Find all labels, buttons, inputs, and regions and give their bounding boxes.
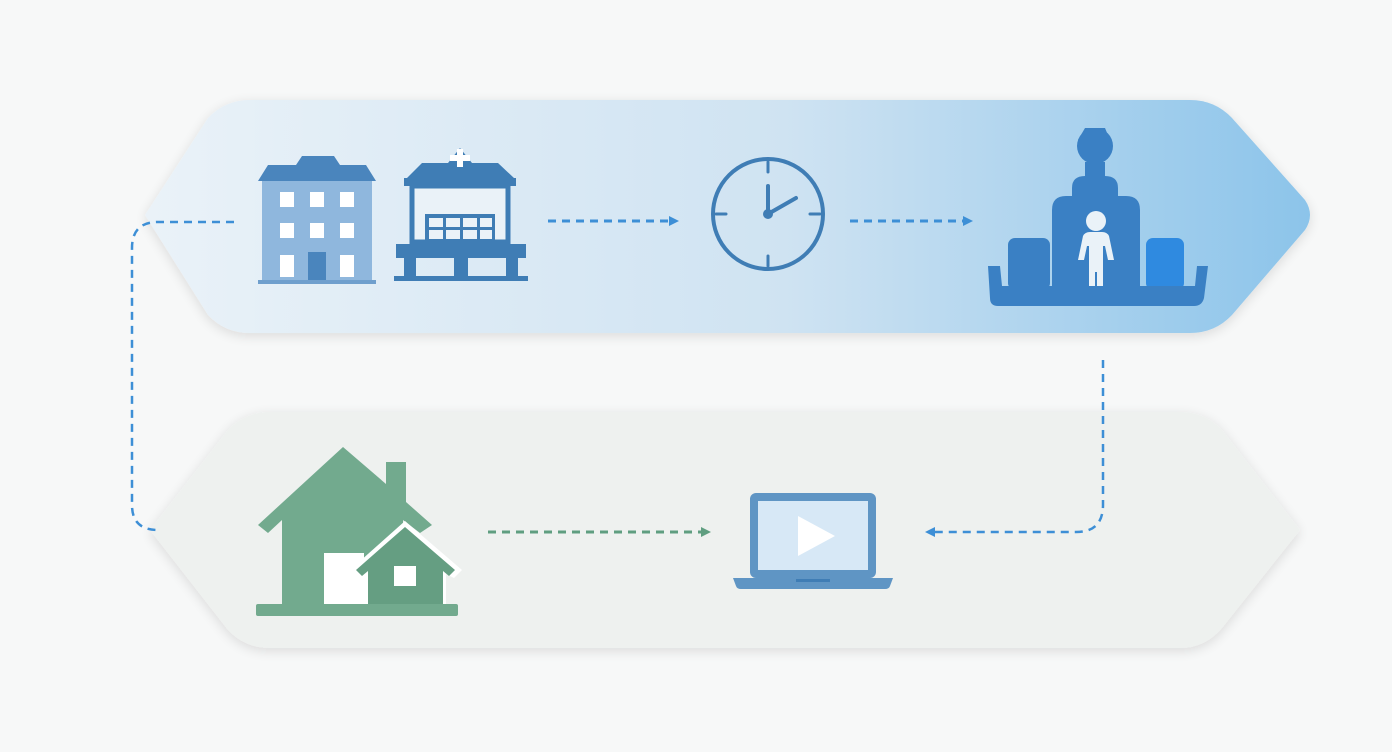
laptop-video-icon [733,493,893,589]
connector-office-to-home [130,220,234,532]
hospital-building-icon [394,148,528,281]
house-icon [256,447,462,616]
office-building-icon [258,156,376,284]
clock-icon [711,157,825,271]
play-icon [798,516,835,556]
connector-waiting-room-to-laptop [925,360,1105,537]
person-figure [1078,211,1114,296]
patient-waiting-room-icon [988,128,1208,306]
